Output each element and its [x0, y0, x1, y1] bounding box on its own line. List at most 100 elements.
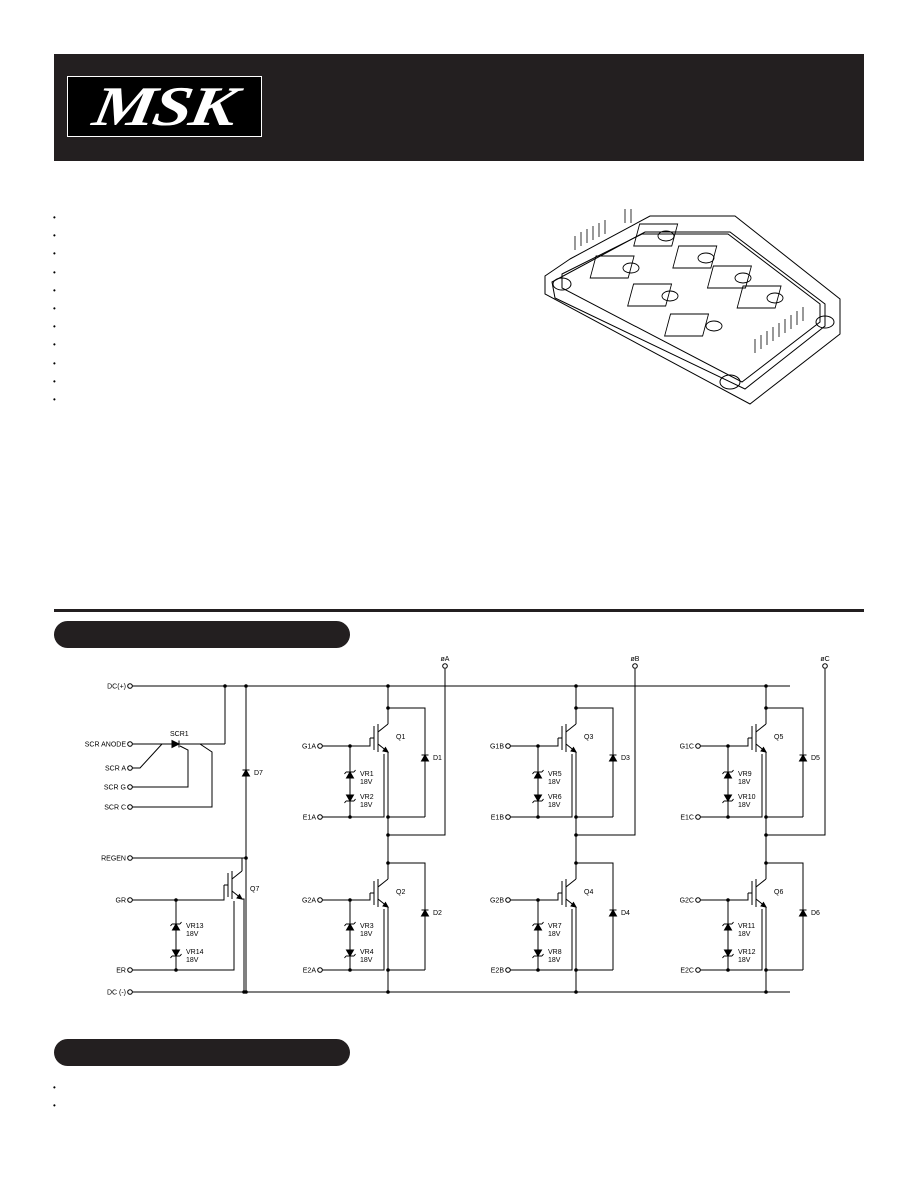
terminal	[127, 804, 133, 810]
wire	[242, 898, 245, 992]
junction-dot	[764, 833, 768, 837]
igbt-leads	[565, 878, 577, 908]
secondary-list	[53, 1078, 56, 1114]
zener-value: 18V	[548, 931, 561, 938]
wire	[576, 669, 636, 836]
junction-dot	[386, 684, 390, 688]
junction-dot	[574, 833, 578, 837]
junction-dot	[726, 968, 730, 972]
terminal-label: DC (-)	[107, 990, 126, 997]
terminal	[695, 967, 701, 973]
list-item	[53, 390, 56, 408]
diode-label: D2	[433, 910, 442, 917]
q7-igbt	[224, 871, 233, 899]
diode-label: D3	[621, 755, 630, 762]
junction-dot	[536, 898, 540, 902]
zener-bar	[722, 921, 734, 927]
wire	[320, 754, 385, 818]
zener-diode	[345, 794, 355, 802]
igbt-arrow	[382, 901, 389, 908]
scr-leads	[170, 740, 225, 748]
zener-bar	[344, 798, 356, 804]
junction-dot	[574, 968, 578, 972]
zener-label: VR3	[360, 923, 374, 930]
zener-label: VR14	[186, 949, 204, 956]
zener-bar	[532, 798, 544, 804]
zener-value: 18V	[186, 957, 199, 964]
phase-output-label: øB	[631, 656, 640, 663]
terminal	[695, 814, 701, 820]
list-item	[53, 372, 56, 390]
zener-diode	[723, 949, 733, 957]
wire	[130, 885, 225, 901]
terminal	[822, 663, 828, 669]
zener-label: VR4	[360, 949, 374, 956]
q7-label: Q7	[250, 886, 259, 893]
wire	[130, 743, 163, 769]
section-header-pill	[54, 1039, 350, 1066]
wire	[130, 743, 213, 808]
zener-diode	[171, 923, 181, 931]
zener-diode	[533, 794, 543, 802]
zener-bar	[344, 769, 356, 775]
phase-output-label: øC	[820, 656, 829, 663]
wire	[766, 669, 826, 836]
junction-dot	[764, 968, 768, 972]
list-item	[53, 208, 56, 226]
igbt	[748, 724, 757, 752]
igbt-label: Q4	[584, 889, 593, 896]
terminal	[695, 897, 701, 903]
zener-label: VR13	[186, 923, 204, 930]
freewheel-diode	[608, 754, 618, 762]
junction-dot	[574, 815, 578, 819]
zener-bar	[532, 769, 544, 775]
q7-igbt-arrow	[236, 893, 243, 900]
junction-dot	[244, 856, 248, 860]
terminal-label: SCR G	[104, 785, 126, 792]
wire	[576, 862, 614, 970]
junction-dot	[574, 684, 578, 688]
feature-list	[53, 208, 56, 408]
gate-terminal-label: G1C	[680, 744, 694, 751]
terminal-label: ER	[116, 968, 126, 975]
igbt-leads	[755, 878, 767, 908]
wire	[698, 909, 763, 971]
igbt-leads	[377, 878, 389, 908]
freewheel-diode	[608, 909, 618, 917]
wire	[698, 893, 749, 901]
junction-dot	[348, 815, 352, 819]
igbt-label: Q2	[396, 889, 405, 896]
terminal	[317, 743, 323, 749]
junction-dot	[386, 861, 390, 865]
wire	[508, 738, 559, 747]
wire	[508, 754, 573, 818]
junction-dot	[386, 815, 390, 819]
module-package-illustration	[544, 209, 841, 405]
logo-text: MSK	[88, 75, 241, 138]
terminal	[505, 743, 511, 749]
igbt	[370, 724, 379, 752]
zener-value: 18V	[360, 802, 373, 809]
terminal	[505, 967, 511, 973]
terminal	[442, 663, 448, 669]
igbt-label: Q5	[774, 734, 783, 741]
wire	[320, 893, 371, 901]
igbt-leads	[565, 723, 577, 753]
zener-value: 18V	[738, 802, 751, 809]
list-item	[53, 1078, 56, 1096]
terminal-label: SCR A	[105, 766, 126, 773]
terminal-label: SCR C	[104, 805, 126, 812]
freewheel-diode	[798, 754, 808, 762]
wire	[508, 909, 573, 971]
zener-value: 18V	[738, 779, 751, 786]
d7-diode	[241, 769, 251, 777]
zener-diode	[171, 949, 181, 957]
zener-bar	[722, 798, 734, 804]
diode-label: D5	[811, 755, 820, 762]
zener-diode	[723, 794, 733, 802]
emitter-terminal-label: E1A	[303, 815, 317, 822]
phase-output-label: øA	[441, 656, 450, 663]
q7-igbt-leads	[231, 870, 243, 900]
gate-terminal-label: G2B	[490, 898, 504, 905]
